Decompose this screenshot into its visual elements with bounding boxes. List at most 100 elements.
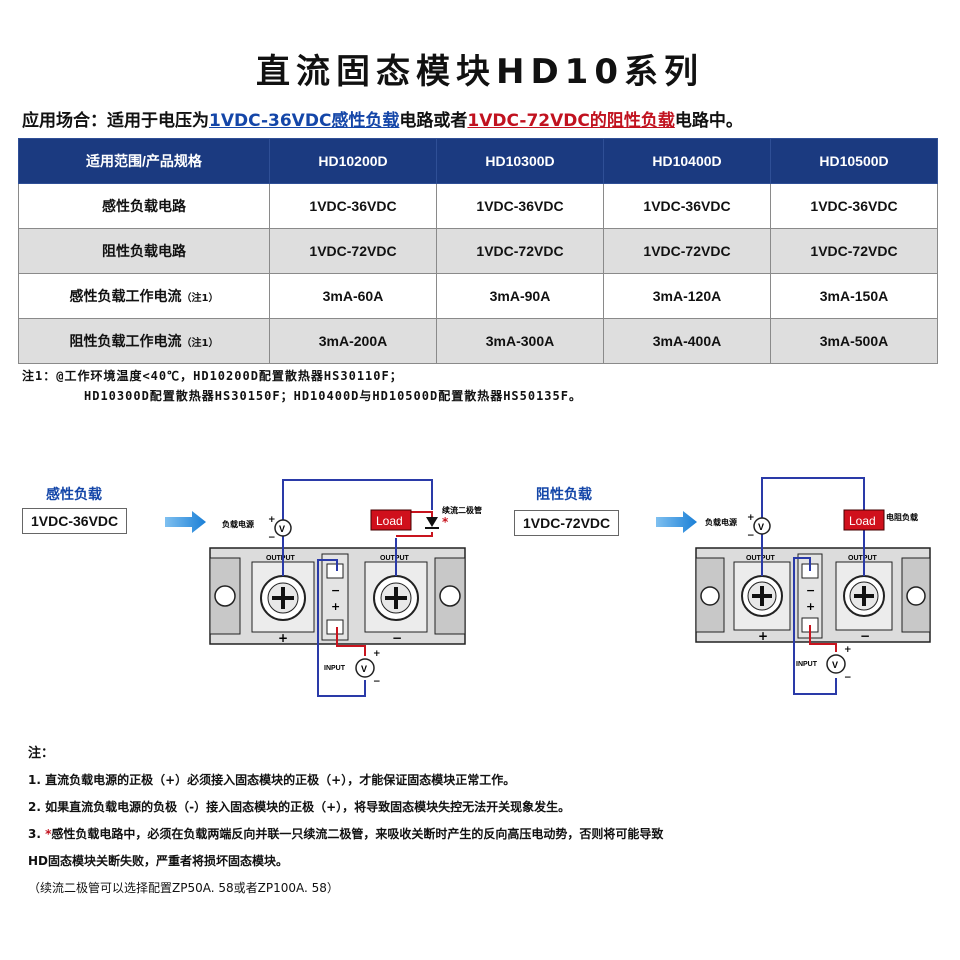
inductive-voltage-box: 1VDC-36VDC (22, 508, 128, 534)
row-label-note: （注1） (181, 338, 219, 349)
application-suffix: 电路中。 (674, 111, 743, 131)
svg-text:+: + (747, 513, 755, 523)
arrow-right-icon (165, 511, 206, 533)
note-item-3: 3. *感性负载电路中，必须在负载两端反向并联一只续流二极管，来吸收关断时产生的… (28, 821, 938, 848)
row-label-text: 阻性负载工作电流 (69, 334, 182, 350)
spec-cell: 3mA-500A (770, 318, 938, 364)
note-item-1: 1. 直流负载电源的正极（+）必须接入固态模块的正极（+），才能保证固态模块正常… (28, 773, 516, 787)
spec-cell: 3mA-90A (436, 273, 604, 319)
note-3-star: * (45, 827, 52, 841)
inductive-caption: 感性负载 (46, 487, 102, 503)
spec-row-label: 阻性负载电路 (18, 228, 270, 274)
note-1: 注1：@工作环境温度<40℃，HD10200D配置散热器HS30110F； HD… (22, 366, 582, 406)
voltmeter-icon (355, 658, 375, 678)
spec-header-cell: HD10400D (603, 138, 771, 184)
application-range-inductive: 1VDC-36VDC感性负载 (209, 111, 400, 131)
spec-cell: 1VDC-36VDC (269, 183, 437, 229)
inductive-diagram: OUTPUT OUTPUT + − − + V 负载电源 + − Load (165, 479, 482, 697)
output-label-right-1: OUTPUT (746, 555, 776, 562)
spec-row: 感性负载电路 1VDC-36VDC 1VDC-36VDC 1VDC-36VDC … (18, 183, 938, 229)
svg-text:+: + (373, 649, 381, 659)
notes-heading: 注： (28, 746, 55, 761)
spec-cell: 1VDC-72VDC (269, 228, 437, 274)
arrow-right-icon (656, 511, 697, 533)
row-label-text: 感性负载工作电流 (69, 289, 182, 305)
svg-text:+: + (268, 515, 276, 525)
spec-table: 适用范围/产品规格 HD10200D HD10300D HD10400D HD1… (18, 138, 938, 364)
spec-cell: 3mA-400A (603, 318, 771, 364)
application-prefix: 应用场合：适用于电压为 (22, 111, 209, 131)
load-box (370, 509, 412, 531)
resistive-load-label: 电阻负载 (886, 512, 918, 522)
note-3-number: 3. (28, 827, 46, 841)
resistive-diagram: OUTPUT OUTPUT + − − + V 负载电源 + − Load 电阻… (656, 477, 931, 695)
spec-cell: 1VDC-36VDC (770, 183, 938, 229)
voltmeter-icon (274, 519, 292, 537)
spec-header-cell: HD10200D (269, 138, 437, 184)
spec-header-cell: HD10500D (770, 138, 938, 184)
svg-text:−: − (373, 677, 381, 687)
svg-text:+: + (331, 600, 340, 613)
svg-text:V: V (832, 660, 838, 670)
svg-text:−: − (331, 584, 340, 597)
svg-text:−: − (806, 584, 815, 597)
resistive-caption: 阻性负载 (536, 487, 592, 503)
svg-text:V: V (758, 522, 764, 532)
spec-row: 感性负载工作电流（注1） 3mA-60A 3mA-90A 3mA-120A 3m… (18, 273, 938, 319)
svg-text:−: − (392, 631, 402, 645)
svg-text:V: V (279, 524, 285, 534)
output-label-left-1: OUTPUT (266, 555, 296, 562)
spec-cell: 1VDC-72VDC (603, 228, 771, 274)
svg-text:V: V (361, 664, 367, 674)
spec-header-row: 适用范围/产品规格 HD10200D HD10300D HD10400D HD1… (18, 138, 938, 184)
output-label-left-2: OUTPUT (380, 555, 410, 562)
svg-text:+: + (758, 629, 768, 643)
spec-cell: 3mA-120A (603, 273, 771, 319)
supply-label: 负载电源 (705, 517, 737, 527)
spec-cell: 3mA-150A (770, 273, 938, 319)
mount-hole-icon (700, 586, 720, 606)
mount-hole-icon (906, 586, 926, 606)
spec-cell: 1VDC-36VDC (603, 183, 771, 229)
input-label: INPUT (324, 665, 346, 672)
note-item-3-cont: HD固态模块关断失败，严重者将损坏固态模块。 (28, 854, 289, 868)
note-1-line-1: 注1：@工作环境温度<40℃，HD10200D配置散热器HS30110F； (22, 369, 403, 383)
application-mid: 电路或者 (399, 111, 468, 131)
svg-text:−: − (860, 629, 870, 643)
mount-hole-icon (439, 585, 461, 607)
mount-hole-icon (214, 585, 236, 607)
svg-text:−: − (268, 533, 276, 543)
load-label: Load (376, 514, 403, 528)
spec-row-label: 感性负载工作电流（注1） (18, 273, 270, 319)
load-label: Load (849, 514, 876, 528)
spec-cell: 3mA-60A (269, 273, 437, 319)
notes-section: 注： 1. 直流负载电源的正极（+）必须接入固态模块的正极（+），才能保证固态模… (28, 740, 938, 902)
spec-row-label: 阻性负载工作电流（注1） (18, 318, 270, 364)
spec-header-cell: HD10300D (436, 138, 604, 184)
diode-label: 续流二极管 (442, 505, 482, 515)
svg-text:*: * (442, 515, 449, 529)
note-1-line-2: HD10300D配置散热器HS30150F；HD10400D与HD10500D配… (84, 389, 582, 403)
svg-text:+: + (844, 645, 852, 655)
spec-cell: 1VDC-72VDC (436, 228, 604, 274)
load-box (843, 509, 885, 531)
voltmeter-icon (753, 517, 771, 535)
svg-text:−: − (844, 673, 852, 683)
note-3-text: 感性负载电路中，必须在负载两端反向并联一只续流二极管，来吸收关断时产生的反向高压… (51, 827, 664, 841)
svg-text:+: + (806, 600, 815, 613)
spec-row-label: 感性负载电路 (18, 183, 270, 229)
page-title: 直流固态模块HD10系列 (256, 52, 704, 92)
supply-label: 负载电源 (222, 519, 254, 529)
spec-row: 阻性负载工作电流（注1） 3mA-200A 3mA-300A 3mA-400A … (18, 318, 938, 364)
spec-cell: 1VDC-72VDC (770, 228, 938, 274)
output-label-right-2: OUTPUT (848, 555, 878, 562)
application-line: 应用场合：适用于电压为1VDC-36VDC感性负载电路或者1VDC-72VDC的… (22, 106, 942, 131)
spec-cell: 1VDC-36VDC (436, 183, 604, 229)
note-item-4: （续流二极管可以选择配置ZP50A. 58或者ZP100A. 58） (28, 881, 339, 895)
input-label: INPUT (796, 661, 818, 668)
row-label-note: （注1） (181, 293, 219, 304)
note-item-2: 2. 如果直流负载电源的负极（-）接入固态模块的正极（+），将导致固态模块失控无… (28, 800, 571, 814)
application-range-resistive: 1VDC-72VDC的阻性负载 (467, 111, 675, 131)
svg-text:+: + (278, 631, 288, 645)
svg-text:−: − (747, 531, 755, 541)
